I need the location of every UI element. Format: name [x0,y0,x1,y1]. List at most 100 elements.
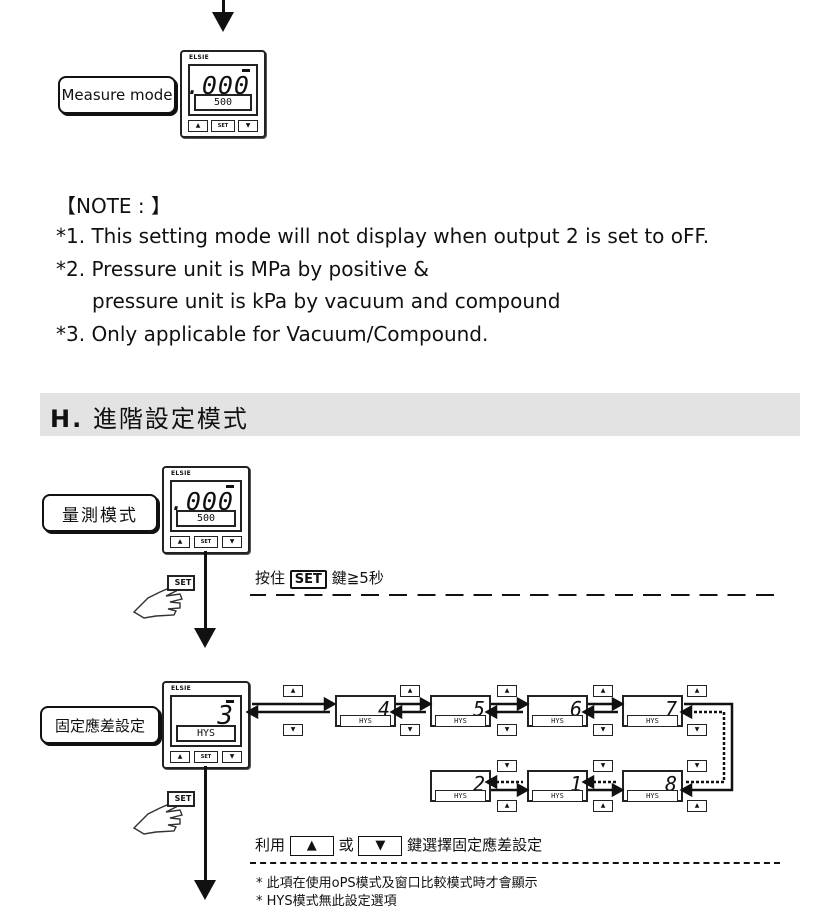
hand-press-icon [132,791,195,835]
flow-arrow-2 [194,880,216,900]
hys-setting-label: 固定應差設定 [40,706,160,744]
device-brand: ELSIE [171,685,192,692]
hys-label: HYS [435,790,486,802]
note-2a: *2. Pressure unit is MPa by positive & [56,257,429,281]
dashed-divider-1 [250,594,780,596]
down-button[interactable]: ▼ [238,120,258,132]
hys-digit: 7 [664,697,677,721]
hys-digit: 5 [472,697,485,721]
device-brand: ELSIE [171,470,192,477]
up-button-icon: ▲ [593,800,613,812]
flow-line-2 [204,766,207,882]
sequence-arrows [246,696,734,798]
hand-press-icon [132,575,195,619]
hys-value-box: 4 HYS [335,695,396,727]
instr-suffix: 鍵選擇固定應差設定 [407,836,543,854]
set-key-icon: SET [289,570,327,589]
instr-suffix: 鍵≧5秒 [331,569,384,587]
device-display-step1: ELSIE .000 500 ▲ SET ▼ [162,466,250,554]
hys-value-box: 5 HYS [430,695,491,727]
up-key-icon: ▲ [289,835,334,856]
down-button-icon: ▼ [687,724,707,736]
device-display-step2: ELSIE 3 HYS ▲ SET ▼ [162,681,250,769]
set-button[interactable]: SET [194,536,218,548]
hys-digit: 6 [569,697,582,721]
device-brand: ELSIE [189,54,210,61]
up-button-icon: ▲ [283,685,303,697]
up-button[interactable]: ▲ [170,751,190,763]
measure-mode-label-cn: 量測模式 [42,494,158,532]
note-header: 【NOTE : 】 [56,194,172,218]
up-button[interactable]: ▲ [170,536,190,548]
down-button-icon: ▼ [497,724,517,736]
down-key-icon: ▼ [358,835,403,856]
up-button[interactable]: ▲ [188,120,208,132]
dashed-divider-2 [250,862,780,864]
hys-label: HYS [532,790,583,802]
flow-line-1 [204,551,207,631]
hys-digit: 4 [377,697,390,721]
step1-instruction: 按住 SET 鍵≧5秒 [255,567,384,589]
set-button[interactable]: SET [194,751,218,763]
hys-digit: 1 [569,772,582,796]
section-header-bar: H. 進階設定模式 [40,393,800,436]
indicator-icon [242,69,250,72]
device-display-top: ELSIE .000 500 ▲ SET ▼ [180,50,266,138]
up-button-icon: ▲ [497,800,517,812]
device-screen: .000 500 [170,480,242,532]
device-buttons: ▲ SET ▼ [170,536,242,548]
up-button-icon: ▲ [400,685,420,697]
up-button-icon: ▲ [497,685,517,697]
hys-label: HYS [532,715,583,727]
hys-label: HYS [627,715,678,727]
footnote-1: * 此項在使用oPS模式及窗口比較模式時才會顯示 [256,876,538,891]
device-main-value: 3 [217,701,234,731]
down-button-icon: ▼ [497,760,517,772]
hys-label: HYS [435,715,486,727]
hys-value-box: 1 HYS [527,770,588,802]
down-button-icon: ▼ [283,724,303,736]
indicator-icon [226,485,234,488]
hys-value-box: 8 HYS [622,770,683,802]
note-2b: pressure unit is kPa by vacuum and compo… [92,289,561,313]
device-buttons: ▲ SET ▼ [170,751,242,763]
hys-digit: 2 [472,772,485,796]
hys-value-box: 2 HYS [430,770,491,802]
measure-mode-label: Measure mode [58,76,176,114]
up-button-icon: ▲ [687,685,707,697]
up-button-icon: ▲ [593,685,613,697]
hand-key-label: SET [174,578,192,587]
device-sub-value: 500 [194,94,252,111]
flow-line-top [222,0,225,14]
hys-label: HYS [627,790,678,802]
set-button[interactable]: SET [211,120,235,132]
device-screen: 3 HYS [170,695,242,747]
step2-instruction: 利用 ▲ 或 ▼ 鍵選擇固定應差設定 [255,834,542,856]
flow-arrow-1 [194,628,216,648]
down-button[interactable]: ▼ [222,536,242,548]
note-3: *3. Only applicable for Vacuum/Compound. [56,322,489,346]
down-button-icon: ▼ [400,724,420,736]
hys-label: HYS [340,715,391,727]
hand-key-label: SET [174,794,192,803]
up-button-icon: ▲ [687,800,707,812]
device-buttons: ▲ SET ▼ [188,120,258,132]
footnote-2: * HYS模式無此設定選項 [256,894,397,909]
hys-digit: 8 [664,772,677,796]
down-button-icon: ▼ [687,760,707,772]
device-sub-value: 500 [176,510,236,527]
device-sub-value: HYS [176,725,236,742]
section-title: H. 進階設定模式 [50,399,249,434]
indicator-icon [226,700,234,703]
instr-prefix: 利用 [255,836,286,854]
down-button[interactable]: ▼ [222,751,242,763]
instr-or: 或 [338,836,354,854]
flow-arrow-top [212,12,234,32]
down-button-icon: ▼ [593,760,613,772]
section-letter: H. [50,405,84,433]
device-screen: .000 500 [186,64,258,116]
down-button-icon: ▼ [593,724,613,736]
section-title-text: 進階設定模式 [92,405,249,433]
note-1: *1. This setting mode will not display w… [56,224,710,248]
instr-prefix: 按住 [255,569,286,587]
